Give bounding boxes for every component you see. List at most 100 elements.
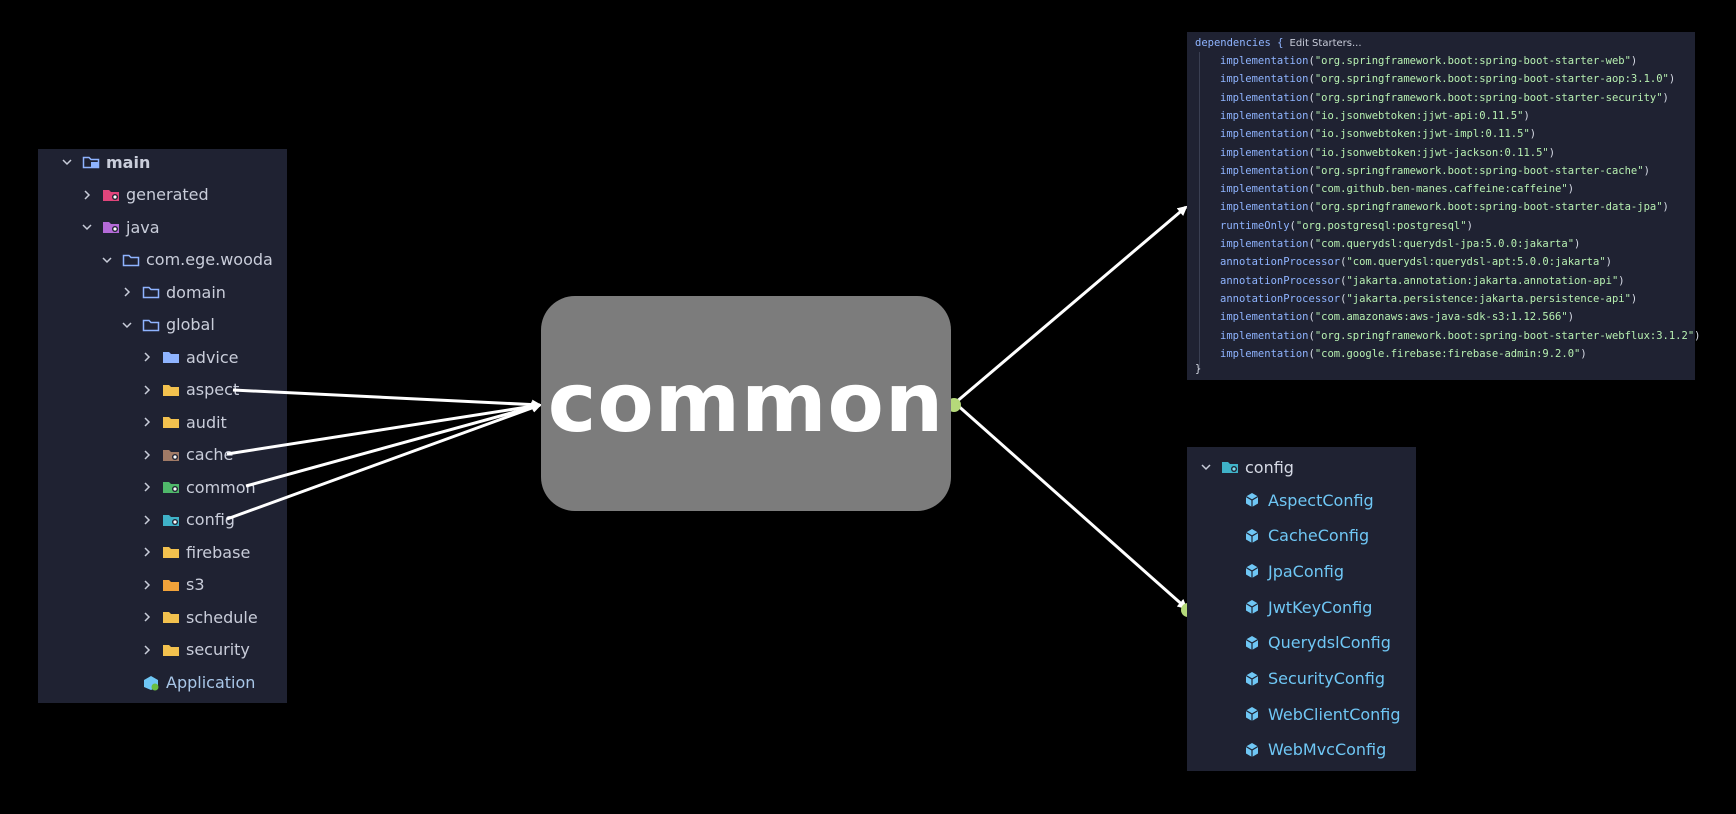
tree-item-java[interactable]: java (82, 212, 160, 242)
dependency-coordinate: "org.springframework.boot:spring-boot-st… (1314, 164, 1644, 177)
chevron-right-icon[interactable] (122, 287, 132, 297)
tree-item-firebase[interactable]: firebase (142, 537, 250, 567)
tree-item-audit[interactable]: audit (142, 407, 227, 437)
tree-item-label: cache (186, 445, 234, 464)
tree-item-cache[interactable]: cache (142, 440, 233, 470)
config-class-securityconfig[interactable]: SecurityConfig (1244, 667, 1385, 691)
open-paren: ( (1340, 256, 1347, 269)
close-paren: ) (1529, 128, 1537, 141)
tree-item-generated[interactable]: generated (82, 180, 209, 210)
dependency-line: runtimeOnly("org.postgresql:postgresql") (1220, 217, 1473, 235)
arrow-aspect-to-common (232, 388, 542, 410)
chevron-down-icon[interactable] (82, 222, 92, 232)
chevron-down-icon[interactable] (102, 255, 112, 265)
chevron-right-icon[interactable] (142, 449, 152, 460)
config-class-aspectconfig[interactable]: AspectConfig (1244, 488, 1374, 512)
chevron-right-icon[interactable] (142, 417, 152, 427)
close-paren: ) (1548, 146, 1556, 159)
open-paren: ( (1308, 164, 1315, 177)
tree-item-security[interactable]: security (142, 635, 250, 665)
close-paren: ) (1662, 91, 1669, 104)
tree-item-label: generated (126, 185, 209, 204)
tree-item-s3[interactable]: s3 (142, 570, 205, 600)
tree-item-main[interactable]: main (62, 147, 150, 177)
config-class-label: CacheConfig (1268, 526, 1370, 546)
open-paren: ( (1308, 91, 1315, 104)
dependency-line: implementation("io.jsonwebtoken:jjwt-jac… (1220, 144, 1555, 162)
open-paren: ( (1308, 201, 1315, 214)
config-class-jwtkeyconfig[interactable]: JwtKeyConfig (1244, 595, 1372, 619)
chevron-down-icon[interactable] (62, 157, 72, 167)
config-class-cacheconfig[interactable]: CacheConfig (1244, 524, 1369, 548)
close-paren: ) (1567, 311, 1575, 324)
dependency-coordinate: "org.springframework.boot:spring-boot-st… (1314, 329, 1695, 342)
close-paren: ) (1466, 219, 1473, 232)
chevron-down-icon[interactable] (122, 320, 132, 330)
folder-icon (162, 415, 180, 429)
tree-item-label: com.ege.wooda (146, 250, 273, 269)
close-paren: ) (1523, 109, 1530, 122)
tree-item-schedule[interactable]: schedule (142, 602, 258, 632)
dependency-function: implementation (1220, 329, 1309, 342)
dependency-line: implementation("org.springframework.boot… (1220, 198, 1669, 216)
chevron-right-icon[interactable] (142, 547, 152, 557)
tree-item-global[interactable]: global (122, 310, 215, 340)
dependency-line: implementation("io.jsonwebtoken:jjwt-imp… (1220, 125, 1536, 143)
chevron-right-icon[interactable] (142, 352, 152, 362)
common-node-label: common (547, 356, 945, 451)
open-paren: ( (1308, 329, 1315, 342)
package-folder-icon (142, 318, 160, 332)
dependency-coordinate: "io.jsonwebtoken:jjwt-jackson:0.11.5" (1314, 146, 1549, 159)
chevron-right-icon[interactable] (142, 612, 152, 622)
open-paren: ( (1340, 292, 1347, 305)
tree-item-application[interactable]: Application (122, 667, 255, 697)
config-class-querydslconfig[interactable]: QuerydslConfig (1244, 631, 1391, 655)
open-paren: ( (1308, 73, 1315, 86)
config-class-jpaconfig[interactable]: JpaConfig (1244, 559, 1344, 583)
tree-item-advice[interactable]: advice (142, 342, 239, 372)
config-folder-header[interactable]: config (1201, 455, 1294, 479)
chevron-right-icon[interactable] (142, 644, 152, 655)
open-paren: ( (1308, 55, 1315, 67)
open-paren: ( (1308, 128, 1315, 141)
dependencies-header-line: dependencies {Edit Starters... (1195, 34, 1362, 52)
dependency-function: annotationProcessor (1220, 256, 1341, 269)
chevron-right-icon[interactable] (82, 189, 92, 200)
dependency-coordinate: "com.google.firebase:firebase-admin:9.2.… (1314, 347, 1581, 360)
close-paren: ) (1643, 164, 1650, 177)
chevron-right-icon[interactable] (142, 384, 152, 395)
generated-folder-icon (102, 188, 120, 202)
dependency-line: annotationProcessor("jakarta.annotation:… (1220, 272, 1625, 290)
tree-item-label: s3 (186, 575, 205, 594)
tree-item-common[interactable]: common (142, 472, 256, 502)
dependency-coordinate: "com.amazonaws:aws-java-sdk-s3:1.12.566" (1314, 311, 1568, 324)
module-folder-icon (82, 155, 100, 169)
edit-starters-link[interactable]: Edit Starters... (1289, 38, 1362, 49)
tree-item-label: audit (186, 412, 227, 432)
open-paren: ( (1308, 183, 1315, 196)
tree-item-domain[interactable]: domain (122, 277, 226, 307)
open-paren: ( (1308, 146, 1315, 159)
config-class-label: JwtKeyConfig (1268, 597, 1373, 617)
dependency-line: annotationProcessor("com.querydsl:queryd… (1220, 253, 1612, 271)
tree-item-aspect[interactable]: aspect (142, 375, 239, 405)
class-cube-icon (1244, 635, 1260, 651)
close-paren: ) (1618, 274, 1625, 287)
config-class-webclientconfig[interactable]: WebClientConfig (1244, 702, 1401, 726)
chevron-right-icon[interactable] (142, 482, 152, 492)
chevron-right-icon[interactable] (142, 514, 152, 525)
dependency-coordinate: "org.springframework.boot:spring-boot-st… (1314, 91, 1663, 104)
config-class-webmvcconfig[interactable]: WebMvcConfig (1244, 738, 1386, 762)
dependency-coordinate: "jakarta.persistence:jakarta.persistence… (1346, 292, 1631, 305)
open-paren: ( (1308, 347, 1315, 360)
tree-item-label: advice (186, 347, 239, 367)
chevron-right-icon[interactable] (142, 579, 152, 590)
tree-item-com-ege-wooda[interactable]: com.ege.wooda (102, 245, 273, 275)
open-paren: ( (1340, 274, 1347, 287)
dependency-line: implementation("org.springframework.boot… (1220, 89, 1669, 107)
tree-item-config[interactable]: config (142, 505, 235, 535)
dependency-coordinate: "io.jsonwebtoken:jjwt-api:0.11.5" (1314, 109, 1524, 122)
close-paren: ) (1630, 292, 1638, 305)
close-paren: ) (1574, 238, 1581, 250)
